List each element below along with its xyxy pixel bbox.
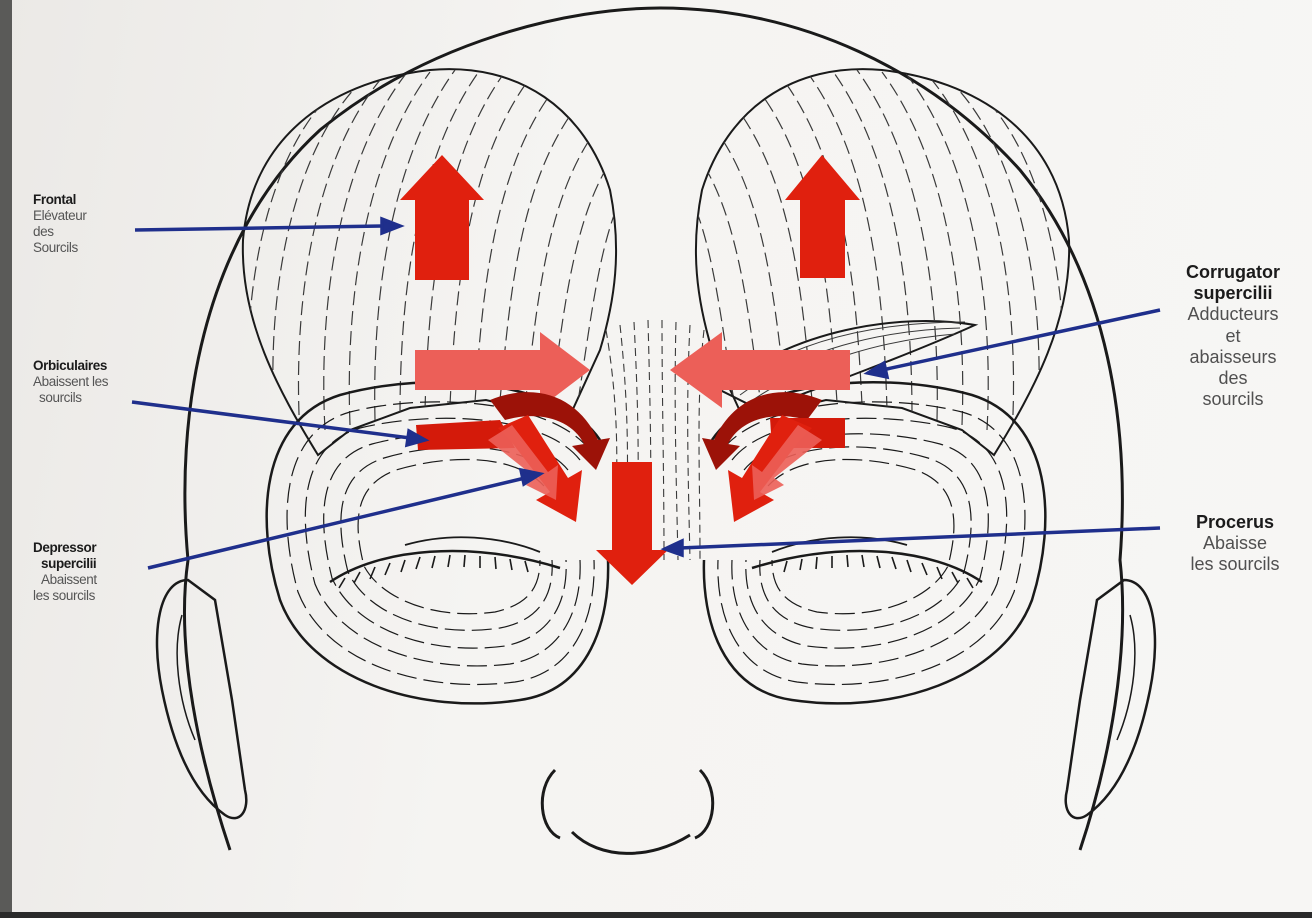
frontal-label: Frontal Elévateur des Sourcils	[33, 192, 163, 256]
orbiculaires-label: Orbiculaires Abaissent les sourcils	[33, 358, 163, 406]
right-frontal-muscle	[696, 69, 1069, 455]
depressor-line-1: Abaissent	[33, 572, 163, 588]
procerus-leader-line	[680, 528, 1160, 548]
frontal-line-1: Elévateur	[33, 208, 163, 224]
left-eye	[330, 537, 560, 588]
orbiculaires-line-2: sourcils	[33, 390, 163, 406]
procerus-line-2: les sourcils	[1160, 554, 1310, 575]
depressor-title: Depressor	[33, 540, 163, 556]
corrugator-label: Corrugator supercilii Adducteurs et abai…	[1158, 262, 1308, 411]
depressor-line-2: les sourcils	[33, 588, 163, 604]
depressor-label: Depressor supercilii Abaissent les sourc…	[33, 540, 163, 604]
corrugator-line-1: Adducteurs	[1158, 304, 1308, 325]
right-orbicularis	[704, 382, 1045, 703]
orbiculaires-leader-line	[132, 402, 410, 438]
procerus-line-1: Abaisse	[1160, 533, 1310, 554]
corrugator-title-2: supercilii	[1158, 283, 1308, 304]
corrugator-line-5: sourcils	[1158, 389, 1308, 410]
procerus-label: Procerus Abaisse les sourcils	[1160, 512, 1310, 576]
corrugator-line-3: abaisseurs	[1158, 347, 1308, 368]
nose	[542, 770, 712, 853]
procerus-down-arrow	[596, 462, 668, 585]
depressor-leader-line	[148, 478, 525, 568]
orbiculaires-title: Orbiculaires	[33, 358, 163, 374]
frontal-title: Frontal	[33, 192, 163, 208]
procerus-title: Procerus	[1160, 512, 1310, 533]
corrugator-title: Corrugator	[1158, 262, 1308, 283]
frontal-line-2: des	[33, 224, 163, 240]
corrugator-line-2: et	[1158, 326, 1308, 347]
orbiculaires-line-1: Abaissent les	[33, 374, 163, 390]
frontal-leader-line	[135, 226, 385, 230]
frontal-line-3: Sourcils	[33, 240, 163, 256]
corrugator-line-4: des	[1158, 368, 1308, 389]
corrugator-leader-line	[882, 310, 1160, 370]
depressor-title-2: supercilii	[33, 556, 163, 572]
right-ear	[1066, 580, 1155, 818]
left-ear	[157, 580, 246, 818]
page-bottom-edge	[0, 912, 1312, 918]
